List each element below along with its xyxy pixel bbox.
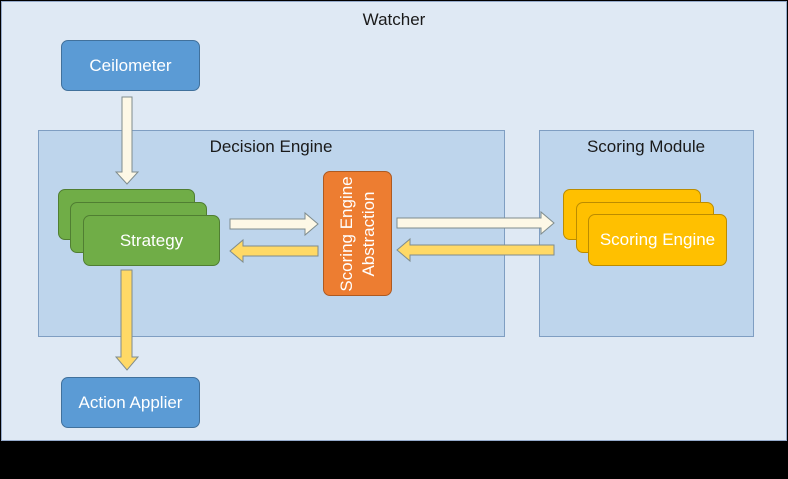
strategy-label: Strategy	[119, 230, 184, 250]
arrow-strategy-to-action-applier	[114, 269, 140, 371]
arrow-scoring-engine-to-abstraction	[396, 237, 555, 263]
arrow-abstraction-to-strategy	[229, 238, 319, 264]
scoring-engine-node: Scoring Engine	[588, 214, 727, 266]
strategy-node: Strategy	[83, 215, 220, 266]
action-applier-label: Action Applier	[78, 392, 183, 412]
arrow-strategy-to-abstraction	[229, 211, 319, 237]
arrow-abstraction-to-scoring-engine	[396, 210, 555, 236]
arrow-ceilometer-to-strategy	[114, 96, 140, 185]
watcher-title: Watcher	[362, 10, 426, 29]
decision-engine-title: Decision Engine	[209, 137, 333, 156]
action-applier-node: Action Applier	[61, 377, 200, 428]
ceilometer-node: Ceilometer	[61, 40, 200, 91]
scoring-engine-abstraction-node: Scoring Engine Abstraction	[323, 171, 392, 296]
scoring-engine-label: Scoring Engine	[599, 230, 716, 249]
ceilometer-label: Ceilometer	[89, 55, 172, 75]
scoring-module-title: Scoring Module	[586, 137, 706, 156]
